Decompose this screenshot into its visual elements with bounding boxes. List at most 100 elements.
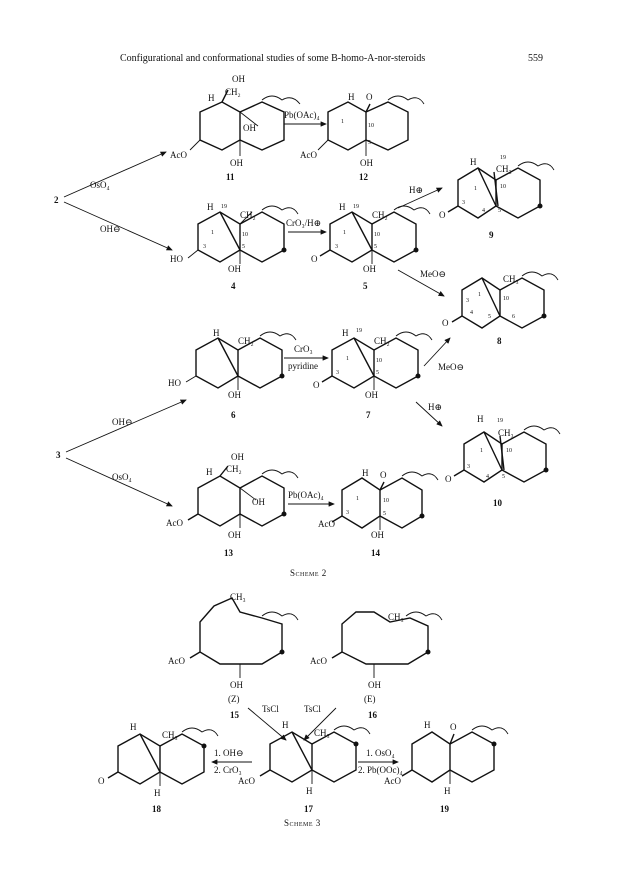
compound-label-4: 4 xyxy=(231,281,236,291)
compound-11-aco: AcO xyxy=(170,150,187,160)
arrow-2-to-11 xyxy=(63,151,167,198)
compound-15-ch3: CH₃ xyxy=(230,592,246,602)
arrow-5-to-8 xyxy=(397,269,445,297)
reagent-h-plus-2: H⊕ xyxy=(428,402,442,412)
compound-4-structure: H 19 CH₂ 1 10 3 5 HO OH xyxy=(170,202,299,274)
compound-7-c19: 19 xyxy=(356,328,362,334)
compound-4-c19: 19 xyxy=(221,204,227,210)
compound-14-o: O xyxy=(380,470,387,480)
compound-19-structure: H O AcO H xyxy=(384,720,509,796)
reagent-step2-pb: 2. Pb(OOc)₄ xyxy=(358,765,403,775)
compound-label-13: 13 xyxy=(224,548,234,558)
compound-14-c5: 5 xyxy=(383,511,386,517)
compound-10-c3: 3 xyxy=(467,464,470,470)
reagent-cro3-h: CrO₃/H⊕ xyxy=(286,218,321,228)
compound-16-ch3: CH₃ xyxy=(388,612,404,622)
compound-12-h: H xyxy=(348,92,355,102)
compound-17-aco: AcO xyxy=(238,776,255,786)
compound-7-c10: 10 xyxy=(376,358,382,364)
reagent-pyridine: pyridine xyxy=(288,361,318,371)
compound-16-aco: AcO xyxy=(310,656,327,666)
compound-10-h: H xyxy=(477,414,484,424)
compound-14-oh: OH xyxy=(371,530,384,540)
compound-13-structure: H OH CH₂ OH AcO OH xyxy=(166,452,299,540)
compound-17-ch3: CH₃ xyxy=(314,728,330,738)
compound-7-ch2: CH₂ xyxy=(374,336,390,346)
compound-5-h: H xyxy=(339,202,346,212)
reagent-pboac4-1: Pb(OAc)₄ xyxy=(284,110,320,120)
compound-5-oh: OH xyxy=(363,264,376,274)
compound-11-oh-top: OH xyxy=(232,74,245,84)
compound-12-structure: O H 1 10 5 AcO OH xyxy=(300,92,425,168)
compound-15-z: (Z) xyxy=(228,694,240,704)
compound-label-18: 18 xyxy=(152,804,162,814)
compound-9-c3: 3 xyxy=(462,200,465,206)
compound-18-o: O xyxy=(98,776,105,786)
compound-5-c5: 5 xyxy=(374,244,377,250)
compound-label-9: 9 xyxy=(489,230,494,240)
compound-7-o: O xyxy=(313,380,320,390)
compound-label-17: 17 xyxy=(304,804,314,814)
compound-14-c3: 3 xyxy=(346,510,349,516)
compound-label-14: 14 xyxy=(371,548,381,558)
compound-18-h-top: H xyxy=(130,722,137,732)
compound-8-ch3: CH₃ xyxy=(503,274,519,284)
compound-label-10: 10 xyxy=(493,498,503,508)
compound-5-c10: 10 xyxy=(374,232,380,238)
compound-7-c3: 3 xyxy=(336,370,339,376)
compound-4-oh: OH xyxy=(228,264,241,274)
compound-11-oh-right: OH xyxy=(243,123,256,133)
scheme-3-caption: Scheme 3 xyxy=(284,818,321,828)
compound-19-h-bottom: H xyxy=(444,786,451,796)
compound-4-ho: HO xyxy=(170,254,183,264)
reagent-tscl-1: TsCl xyxy=(262,704,279,714)
compound-9-c19: 19 xyxy=(500,155,506,161)
compound-8-c10: 10 xyxy=(503,296,509,302)
compound-5-c3: 3 xyxy=(335,244,338,250)
arrow-16-to-17 xyxy=(303,707,337,741)
compound-label-3: 3 xyxy=(56,450,61,460)
compound-9-o: O xyxy=(439,210,446,220)
compound-19-aco: AcO xyxy=(384,776,401,786)
compound-6-structure: H CH₂ HO OH xyxy=(168,328,297,400)
compound-label-12: 12 xyxy=(359,172,369,182)
reagent-oh-1: OH⊖ xyxy=(100,224,121,234)
compound-13-oh-top: OH xyxy=(231,452,244,462)
compound-9-structure: H 19 CH₃ 1 10 3 4 5 O xyxy=(439,155,555,220)
compound-10-c19: 19 xyxy=(497,418,503,424)
compound-7-c1: 1 xyxy=(346,356,349,362)
compound-14-c1: 1 xyxy=(356,496,359,502)
compound-label-7: 7 xyxy=(366,410,371,420)
compound-4-h: H xyxy=(207,202,214,212)
compound-15-aco: AcO xyxy=(168,656,185,666)
compound-16-e: (E) xyxy=(364,694,376,704)
compound-15-oh: OH xyxy=(230,680,243,690)
compound-17-h-top: H xyxy=(282,720,289,730)
compound-16-structure: CH₃ AcO OH (E) xyxy=(310,611,443,704)
compound-13-oh-right: OH xyxy=(252,497,265,507)
compound-10-c5: 5 xyxy=(502,474,505,480)
compound-9-c4: 4 xyxy=(482,208,485,214)
reagent-tscl-2: TsCl xyxy=(304,704,321,714)
reagent-oh-2: OH⊖ xyxy=(112,417,133,427)
compound-4-c10: 10 xyxy=(242,232,248,238)
compound-17-h-bottom: H xyxy=(306,786,313,796)
compound-14-h: H xyxy=(362,468,369,478)
compound-6-ho: HO xyxy=(168,378,181,388)
compound-12-oh: OH xyxy=(360,158,373,168)
reagent-oso4-2: OsO₄ xyxy=(112,472,132,482)
compound-4-c1: 1 xyxy=(211,230,214,236)
arrow-15-to-17 xyxy=(247,707,287,741)
compound-9-c10: 10 xyxy=(500,184,506,190)
compound-11-ch2: CH₂ xyxy=(225,87,241,97)
page-number: 559 xyxy=(528,53,543,64)
compound-label-2: 2 xyxy=(54,195,59,205)
reagent-step2-cro3: 2. CrO₃ xyxy=(214,765,242,775)
compound-12-c10: 10 xyxy=(368,123,374,129)
compound-5-structure: H 19 CH₂ 1 10 3 5 O OH xyxy=(311,202,431,274)
compound-6-ch2: CH₂ xyxy=(238,336,254,346)
compound-13-h: H xyxy=(206,467,213,477)
compound-10-ch3: CH₃ xyxy=(498,428,514,438)
reagent-h-plus-1: H⊕ xyxy=(409,185,423,195)
